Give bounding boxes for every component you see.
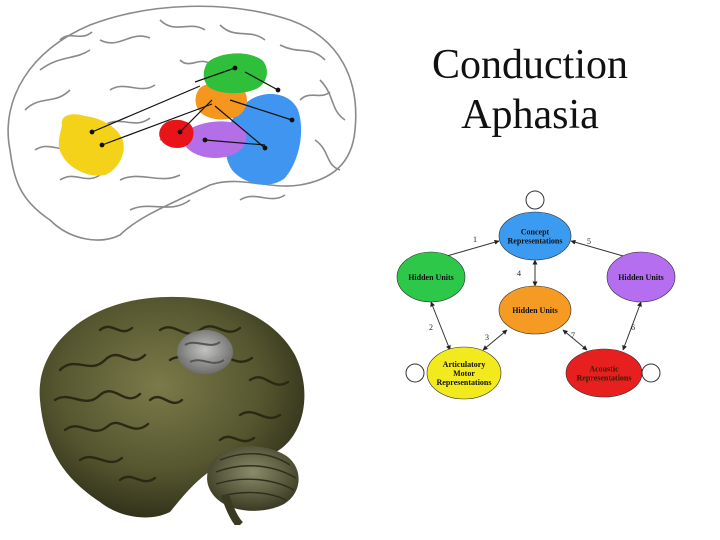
edge-7	[562, 329, 588, 351]
brain-diagram	[7, 5, 357, 241]
node-label-line: Hidden Units	[618, 273, 664, 282]
node-hidden-right	[606, 251, 676, 303]
nodes	[396, 211, 676, 400]
edge-6	[622, 301, 642, 351]
edge-label-2: 2	[429, 323, 433, 332]
self-loop-acoustic	[641, 363, 661, 383]
node-label-line: Hidden Units	[512, 306, 558, 315]
region-yellow	[58, 114, 124, 176]
region-purple	[183, 121, 247, 158]
edge-labels: 1 2 3 4 5 6 7	[429, 235, 635, 342]
node-label-line: Representations	[508, 237, 563, 246]
node-hidden-left	[396, 251, 466, 303]
edge-2	[430, 301, 451, 351]
brain-outline	[7, 5, 357, 241]
edge-3	[482, 329, 508, 351]
edge-1	[439, 239, 500, 260]
label-hidden-right: Hidden Units	[618, 273, 664, 282]
node-acoustic	[565, 348, 643, 398]
node-concept	[498, 211, 572, 261]
node-label-line: Representations	[577, 374, 632, 383]
edges	[430, 239, 642, 351]
edge-label-7: 7	[571, 331, 575, 340]
node-label-line: Articulatory	[443, 360, 486, 369]
self-loop-articulatory	[405, 363, 425, 383]
brain-photo-hemisphere	[39, 296, 305, 518]
node-label-line: Concept	[521, 228, 550, 237]
self-loops	[405, 190, 661, 383]
edge-label-1: 1	[473, 235, 477, 244]
node-label-line: Representations	[437, 378, 492, 387]
edge-label-4: 4	[517, 269, 521, 278]
highlighted-region	[177, 330, 233, 374]
slide-title: Conduction Aphasia	[400, 40, 660, 140]
label-hidden-left: Hidden Units	[408, 273, 454, 282]
title-line-2: Aphasia	[461, 92, 599, 138]
edge-5	[570, 239, 631, 260]
title-line-1: Conduction	[432, 42, 628, 88]
label-hidden-center: Hidden Units	[512, 306, 558, 315]
self-loop-concept	[525, 190, 545, 210]
edge-label-6: 6	[631, 323, 635, 332]
brain-photo-cerebellum	[207, 446, 299, 511]
node-label-line: Hidden Units	[408, 273, 454, 282]
region-green	[203, 53, 267, 94]
brain-photo	[39, 296, 305, 525]
node-label-line: Motor	[453, 369, 475, 378]
node-label-line: Acoustic	[589, 365, 619, 374]
edge-label-5: 5	[587, 237, 591, 246]
edge-label-3: 3	[485, 333, 489, 342]
node-hidden-center	[498, 285, 572, 335]
node-articulatory	[426, 346, 502, 400]
